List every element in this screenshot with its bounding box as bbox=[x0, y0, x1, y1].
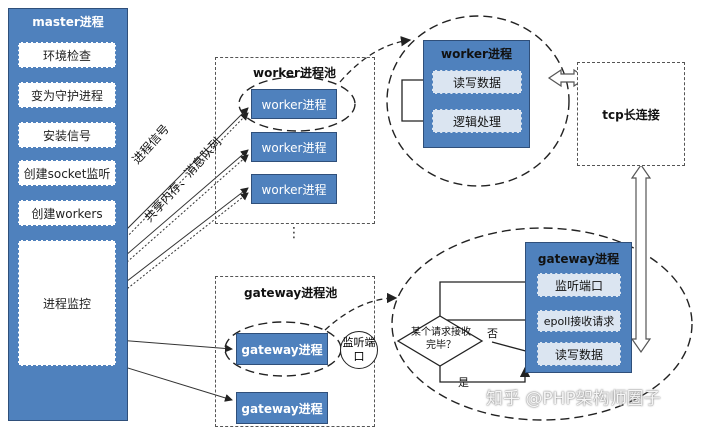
decision-diamond bbox=[396, 315, 484, 367]
gateway-pool-title: gateway进程池 bbox=[244, 286, 338, 300]
master-step-workers: 创建workers bbox=[18, 200, 116, 226]
worker-process-3: worker进程 bbox=[251, 174, 337, 204]
master-step-monitor: 进程监控 bbox=[18, 240, 116, 366]
master-title: master进程 bbox=[32, 15, 104, 29]
gateway-process-1: gateway进程 bbox=[236, 333, 328, 365]
tcp-double-arrows bbox=[547, 68, 652, 354]
worker-detail-title: worker进程 bbox=[441, 47, 512, 61]
master-step-signal: 安装信号 bbox=[18, 122, 116, 148]
worker-pool-panel bbox=[215, 57, 375, 224]
worker-pool-title: worker进程池 bbox=[253, 66, 336, 80]
zoom-arrows bbox=[324, 36, 412, 331]
master-step-env-check: 环境检查 bbox=[18, 42, 116, 68]
gateway-process-2: gateway进程 bbox=[236, 392, 328, 424]
decision-yes-label: 是 bbox=[458, 376, 469, 389]
master-step-socket: 创建socket监听 bbox=[18, 160, 116, 186]
master-step-daemon: 变为守护进程 bbox=[18, 82, 116, 108]
gateway-detail-step-epoll: epoll接收请求 bbox=[537, 310, 621, 332]
tcp-connection-box: tcp长连接 bbox=[577, 62, 685, 166]
decision-question: 某个请求接收完毕？ bbox=[411, 327, 471, 351]
worker-detail-step-rw: 读写数据 bbox=[432, 70, 522, 94]
gateway-detail-title: gateway进程 bbox=[537, 252, 620, 266]
worker-detail-step-logic: 逻辑处理 bbox=[432, 109, 522, 133]
watermark-text: 知乎 @PHP架构师圈子 bbox=[486, 389, 661, 409]
decision-no-label: 否 bbox=[487, 327, 498, 340]
pool-gap-dots: ⋮ bbox=[287, 225, 301, 241]
listen-port-circle: 监听端口 bbox=[340, 331, 378, 369]
master-link-lines bbox=[117, 107, 249, 402]
worker-process-1: worker进程 bbox=[251, 89, 337, 119]
worker-process-2: worker进程 bbox=[251, 132, 337, 162]
gateway-detail-step-listen: 监听端口 bbox=[537, 273, 621, 297]
gateway-detail-step-rw: 读写数据 bbox=[537, 342, 621, 366]
